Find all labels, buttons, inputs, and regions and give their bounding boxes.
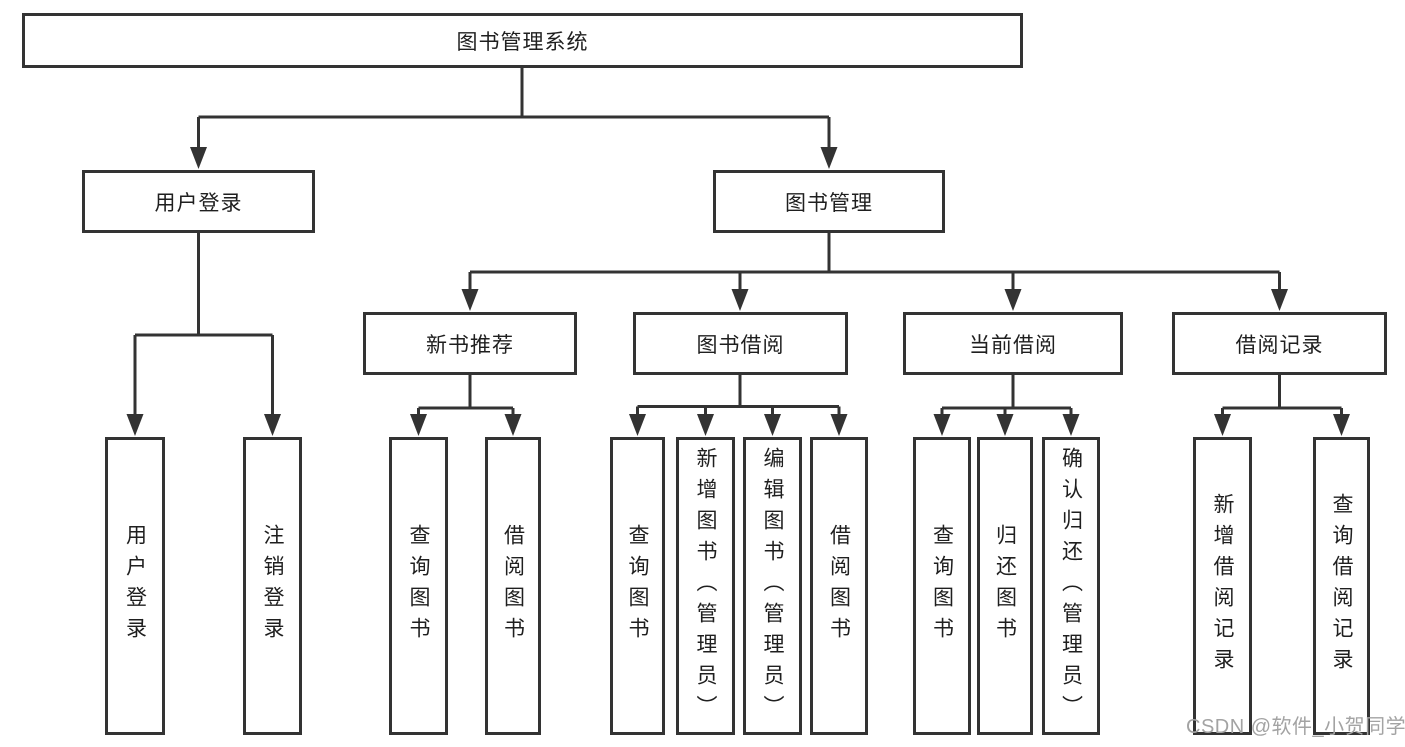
- node-user-login-label: 用户登录: [154, 191, 243, 215]
- leaf-query-books-borrow: 查询图书: [610, 437, 665, 735]
- leaf-user-login-label: 用户登录: [123, 524, 147, 648]
- node-book-management-label: 图书管理: [785, 191, 873, 215]
- leaf-query-books-current: 查询图书: [913, 437, 971, 735]
- node-book-borrow: 图书借阅: [633, 312, 848, 375]
- leaf-confirm-return-admin: 确认归还（管理员）: [1042, 437, 1100, 735]
- leaf-query-borrow-record: 查询借阅记录: [1313, 437, 1370, 735]
- leaf-query-books-recommend: 查询图书: [389, 437, 448, 735]
- node-book-management: 图书管理: [713, 170, 945, 233]
- leaf-borrow-books-borrow: 借阅图书: [810, 437, 868, 735]
- connector-user-login-children: [126, 233, 281, 436]
- leaf-add-books-admin-label: 新增图书（管理员）: [694, 446, 717, 726]
- leaf-return-books: 归还图书: [977, 437, 1033, 735]
- node-user-login: 用户登录: [82, 170, 315, 233]
- node-borrow-records-label: 借阅记录: [1235, 333, 1324, 357]
- leaf-return-books-label: 归还图书: [993, 524, 1017, 648]
- leaf-logout: 注销登录: [243, 437, 302, 735]
- leaf-borrow-books-borrow-label: 借阅图书: [827, 524, 851, 648]
- connector-root-to-level2: [190, 68, 838, 169]
- leaf-user-login: 用户登录: [105, 437, 165, 735]
- watermark: CSDN @软件_小贺同学: [1186, 716, 1405, 738]
- leaf-borrow-books-recommend-label: 借阅图书: [501, 524, 525, 648]
- connector-new-book-recommend-children: [410, 375, 522, 436]
- node-root-label: 图书管理系统: [456, 30, 589, 54]
- connector-current-borrow-children: [933, 375, 1080, 436]
- leaf-borrow-books-recommend: 借阅图书: [485, 437, 541, 735]
- node-book-borrow-label: 图书借阅: [696, 333, 785, 357]
- connector-book-borrow-children: [629, 375, 848, 436]
- leaf-add-borrow-record-label: 新增借阅记录: [1211, 493, 1234, 679]
- leaf-query-books-current-label: 查询图书: [930, 524, 954, 648]
- node-new-book-recommend-label: 新书推荐: [426, 333, 514, 357]
- leaf-add-borrow-record: 新增借阅记录: [1193, 437, 1252, 735]
- leaf-logout-label: 注销登录: [261, 524, 284, 648]
- leaf-query-books-borrow-label: 查询图书: [626, 524, 649, 648]
- node-borrow-records: 借阅记录: [1172, 312, 1387, 375]
- connector-book-management-to-level3: [461, 233, 1288, 311]
- node-current-borrow-label: 当前借阅: [969, 333, 1057, 357]
- leaf-query-borrow-record-label: 查询借阅记录: [1330, 493, 1353, 679]
- leaf-edit-books-admin: 编辑图书（管理员）: [743, 437, 802, 735]
- leaf-confirm-return-admin-label: 确认归还（管理员）: [1059, 446, 1083, 726]
- node-root: 图书管理系统: [22, 13, 1023, 68]
- leaf-query-books-recommend-label: 查询图书: [407, 524, 430, 648]
- node-current-borrow: 当前借阅: [903, 312, 1123, 375]
- leaf-add-books-admin: 新增图书（管理员）: [676, 437, 735, 735]
- node-new-book-recommend: 新书推荐: [363, 312, 577, 375]
- connector-borrow-records-children: [1214, 375, 1350, 436]
- leaf-edit-books-admin-label: 编辑图书（管理员）: [761, 446, 784, 726]
